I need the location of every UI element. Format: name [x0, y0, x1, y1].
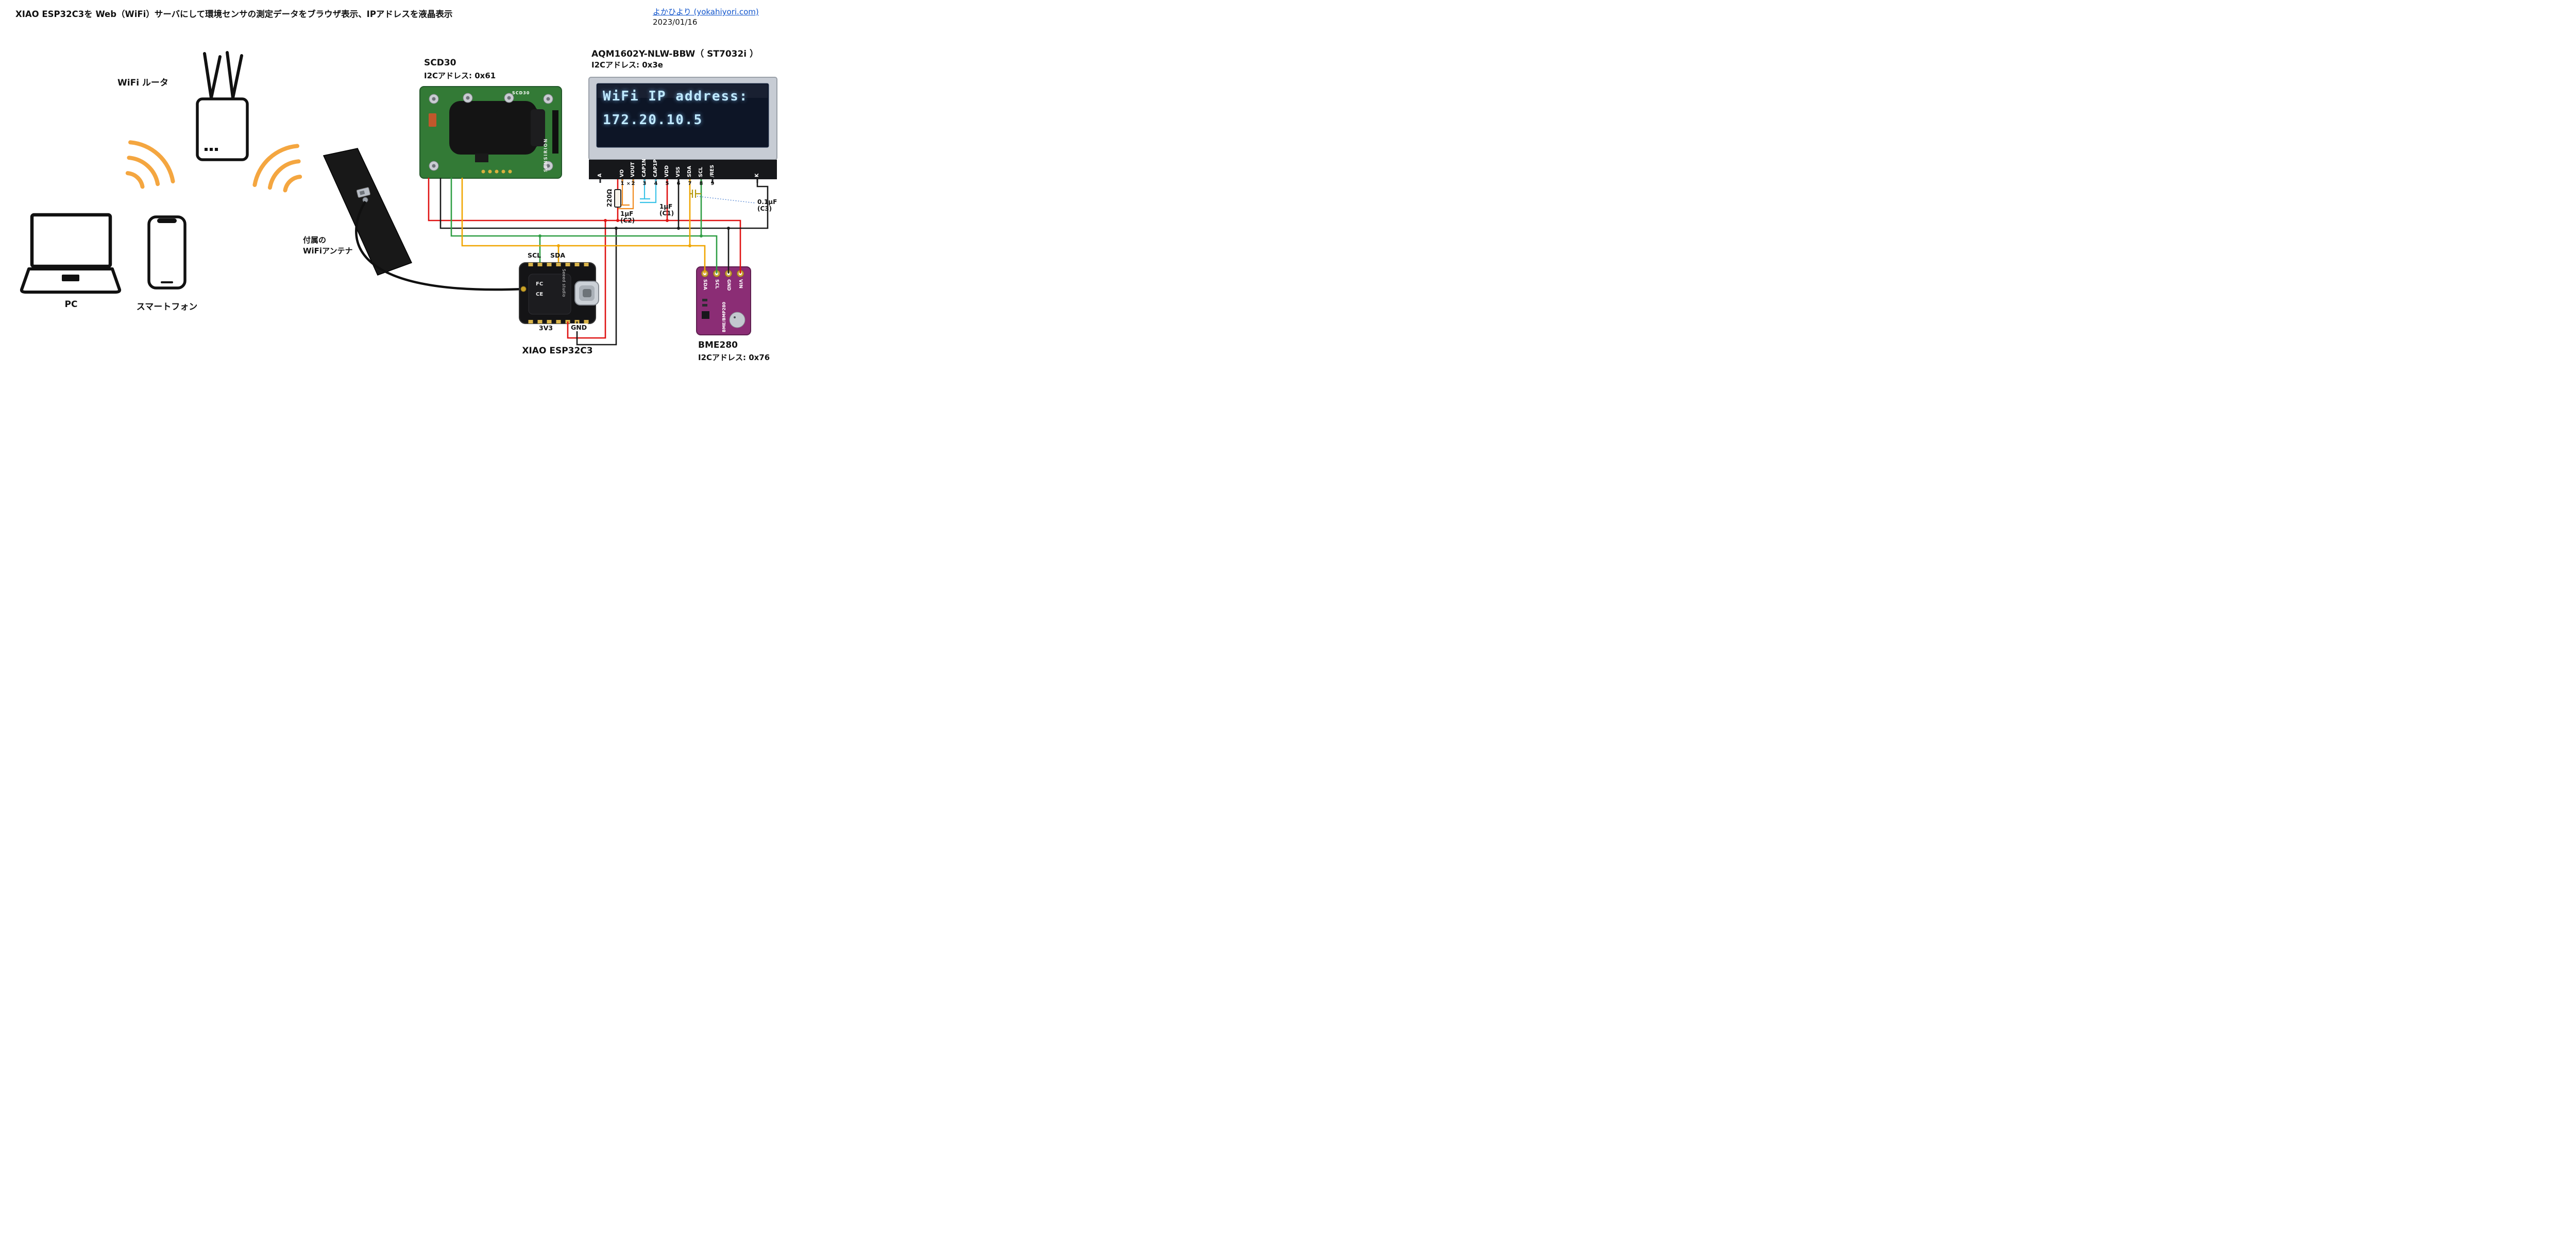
xiao-pin-sda-label: SDA	[550, 251, 566, 259]
router-leds	[205, 148, 218, 151]
bme280-pin-sda-label: SDA	[702, 279, 707, 290]
lcd-i2c-address: I2Cアドレス: 0x3e	[591, 60, 663, 70]
phone-home-bar	[161, 281, 173, 283]
lcd-screen-line2: 172.20.10.5	[603, 112, 703, 128]
lcd-pin-number-5: 5	[665, 181, 669, 186]
lcd-pin-number-3: 3	[642, 181, 647, 186]
resistor-220-icon	[614, 189, 621, 208]
lcd-pin-note-mark: ×	[626, 181, 631, 186]
c3-callout-line	[697, 196, 756, 203]
wire-scl	[450, 178, 718, 274]
bme280-name: BME280	[698, 340, 738, 350]
scd30-silk: SCD30	[512, 91, 530, 95]
lcd-pin-number-2: 2	[631, 181, 635, 186]
bme280-silk: BME/BMP280	[722, 301, 726, 332]
xiao-antenna-connector	[520, 286, 527, 292]
c2-ref-label: (C2)	[620, 217, 635, 224]
lcd-pin-label-sda: SDA	[687, 165, 692, 177]
scd30-ic	[475, 154, 488, 162]
trackpad	[62, 275, 79, 281]
date-label: 2023/01/16	[653, 18, 698, 27]
antenna-cable	[355, 200, 524, 291]
bme280-i2c-address: I2Cアドレス: 0x76	[698, 353, 770, 361]
xiao-ce-mark: CE	[536, 292, 544, 297]
standoff-holes	[432, 96, 550, 168]
scd30-i2c-address: I2Cアドレス: 0x61	[424, 71, 496, 80]
bme280-sensor-can	[729, 312, 745, 328]
wire-gnd	[439, 178, 769, 346]
lcd-pin-label-vout: VOUT	[630, 162, 636, 177]
lcd-pin-label-res: /RES	[709, 164, 715, 177]
scd30-board	[419, 86, 562, 179]
xiao-pin-3v3-label: 3V3	[539, 324, 553, 332]
bme280-board	[696, 266, 751, 335]
bme280-ic	[702, 311, 709, 319]
antenna-connector	[356, 187, 370, 198]
lcd-pin-label-vss: VSS	[675, 166, 681, 177]
c2-value-label: 1µF	[620, 210, 634, 217]
antenna-label-line2: WiFiアンテナ	[303, 246, 353, 256]
diagram-graphics	[20, 51, 777, 346]
xiao-pads	[528, 263, 589, 324]
xiao-name: XIAO ESP32C3	[522, 346, 593, 356]
wire-power	[428, 178, 741, 339]
lcd-pin-strip	[589, 160, 777, 179]
lcd-pin-label-vo: VO	[619, 169, 625, 177]
bme280-pin-scl-label: SCL	[714, 279, 719, 289]
scd30-name: SCD30	[424, 58, 456, 68]
capacitor-c1	[640, 179, 657, 203]
lcd-pin-label-k: K	[754, 173, 760, 177]
c3-value-label: 0.1µF	[757, 198, 777, 206]
c1-ref-label: (C1)	[659, 210, 674, 217]
xiao-pin-gnd-label: GND	[570, 324, 588, 331]
lcd-pin-number-7: 7	[688, 181, 692, 186]
resistor-label: 220Ω	[606, 189, 613, 207]
lcd-module	[588, 77, 777, 183]
bme280-pin-gnd-label: GND	[726, 279, 731, 291]
c1-value-label: 1µF	[659, 203, 673, 210]
lcd-pin-label-a: A	[597, 173, 603, 177]
phone-notch	[157, 218, 177, 223]
scd30-pads	[481, 169, 512, 174]
page-title: XIAO ESP32C3を Web（WiFi）サーバにして環境センサの測定データ…	[15, 9, 453, 19]
xiao-rf-shield	[528, 274, 571, 315]
lcd-pin-number-1: 1	[620, 181, 624, 186]
wire-sda	[461, 178, 706, 274]
lcd-pin-label-cap1n: CAP1N	[641, 159, 647, 177]
pc-label: PC	[64, 299, 78, 310]
wiring-diagram-canvas: XIAO ESP32C3を Web（WiFi）サーバにして環境センサの測定データ…	[0, 0, 791, 361]
lcd-pin-label-vdd: VDD	[664, 165, 670, 177]
lcd-screen	[596, 83, 769, 148]
c3-ref-label: (C3)	[757, 205, 772, 212]
pc-icon	[20, 213, 122, 294]
phone-label: スマートフォン	[136, 302, 198, 312]
router-label: WiFi ルータ	[117, 78, 168, 88]
lcd-name: AQM1602Y-NLW-BBW（ ST7032i ）	[591, 49, 759, 59]
wifi-waves-right-icon	[252, 144, 302, 193]
lcd-pin-number-9: 9	[710, 181, 715, 186]
lcd-pin-number-4: 4	[654, 181, 658, 186]
flex-antenna-icon	[323, 148, 524, 291]
lcd-screen-line1: WiFi IP address:	[603, 89, 749, 104]
capacitor-c3	[690, 190, 701, 198]
xiao-pin-scl-label: SCL	[528, 251, 541, 259]
scd30-brand-silk: SENSIRION	[544, 138, 549, 172]
orange-component	[429, 113, 436, 127]
wifi-waves-left-icon	[125, 140, 175, 189]
antenna-label-line1: 付属の	[303, 235, 327, 245]
lcd-pin-number-6: 6	[676, 181, 681, 186]
wire-junctions	[538, 219, 730, 247]
xiao-brand-silk: Seeed studio	[562, 269, 566, 297]
lcd-pin-label-scl: SCL	[698, 167, 704, 177]
xiao-board	[519, 262, 599, 324]
smartphone-icon	[147, 215, 187, 290]
wifi-router-icon	[196, 51, 249, 161]
lcd-pin-label-cap1p: CAP1P	[653, 159, 658, 177]
lcd-pin-number-8: 8	[699, 181, 703, 186]
xiao-fcc-mark: FC	[536, 281, 544, 287]
site-link[interactable]: よかひより (yokahiyori.com)	[653, 7, 759, 16]
bme280-pin-vin-label: VIN	[738, 279, 743, 288]
